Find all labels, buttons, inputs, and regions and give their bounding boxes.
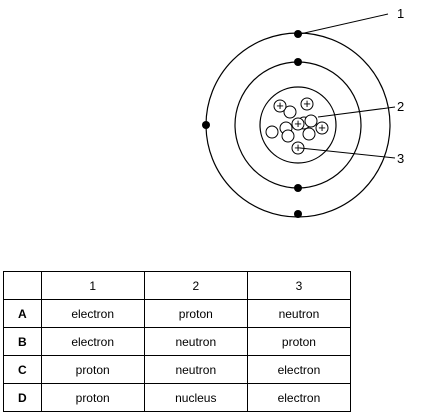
table-row: D proton nucleus electron — [3, 383, 352, 412]
column-header: 1 — [40, 271, 145, 300]
svg-text:+: + — [294, 140, 302, 155]
electron-outer-top — [294, 30, 302, 38]
option-label: C — [3, 355, 42, 384]
option-label: B — [3, 327, 42, 356]
proton: + — [300, 96, 314, 111]
table-cell: proton — [40, 355, 145, 384]
column-header: 2 — [143, 271, 248, 300]
neutron — [283, 105, 297, 119]
label-1-leader — [299, 13, 389, 35]
table-cell: electron — [40, 299, 145, 328]
svg-text:+: + — [294, 116, 302, 131]
label-3-leader — [299, 147, 396, 159]
nucleus-boundary — [259, 86, 337, 164]
neutron — [281, 129, 295, 143]
table-cell: nucleus — [143, 383, 248, 412]
table-cell: proton — [143, 299, 248, 328]
table-row: C proton neutron electron — [3, 355, 352, 384]
answer-table: 1 2 3 A electron proton neutron B electr… — [3, 271, 352, 412]
label-3: 3 — [397, 151, 404, 166]
proton: + — [291, 140, 305, 155]
label-2-leader — [317, 106, 396, 118]
table-cell: proton — [246, 327, 352, 356]
table-row: A electron proton neutron — [3, 299, 352, 328]
table-cell: neutron — [246, 299, 352, 328]
label-1: 1 — [397, 6, 404, 21]
svg-text:+: + — [303, 96, 311, 111]
label-2: 2 — [397, 99, 404, 114]
proton: + — [315, 120, 329, 135]
proton: + — [273, 98, 287, 113]
table-header-row: 1 2 3 — [3, 271, 352, 300]
table-row: B electron neutron proton — [3, 327, 352, 356]
table-cell: proton — [40, 383, 145, 412]
atom-diagram: + + + + + 1 2 3 — [202, 6, 404, 218]
neutron — [265, 125, 279, 139]
option-label: A — [3, 299, 42, 328]
table-cell: electron — [246, 383, 352, 412]
table-corner-cell — [3, 271, 42, 300]
svg-text:+: + — [276, 98, 284, 113]
proton: + — [291, 116, 305, 131]
table-cell: neutron — [143, 327, 248, 356]
column-header: 3 — [246, 271, 352, 300]
electron-outer-bottom — [294, 210, 302, 218]
svg-text:+: + — [318, 120, 326, 135]
table-cell: neutron — [143, 355, 248, 384]
option-label: D — [3, 383, 42, 412]
neutron — [302, 127, 316, 141]
electron-inner-top — [294, 58, 302, 66]
table-cell: electron — [40, 327, 145, 356]
electron-outer-left — [202, 121, 210, 129]
electron-inner-bottom — [294, 184, 302, 192]
neutron — [304, 114, 318, 128]
table-cell: electron — [246, 355, 352, 384]
